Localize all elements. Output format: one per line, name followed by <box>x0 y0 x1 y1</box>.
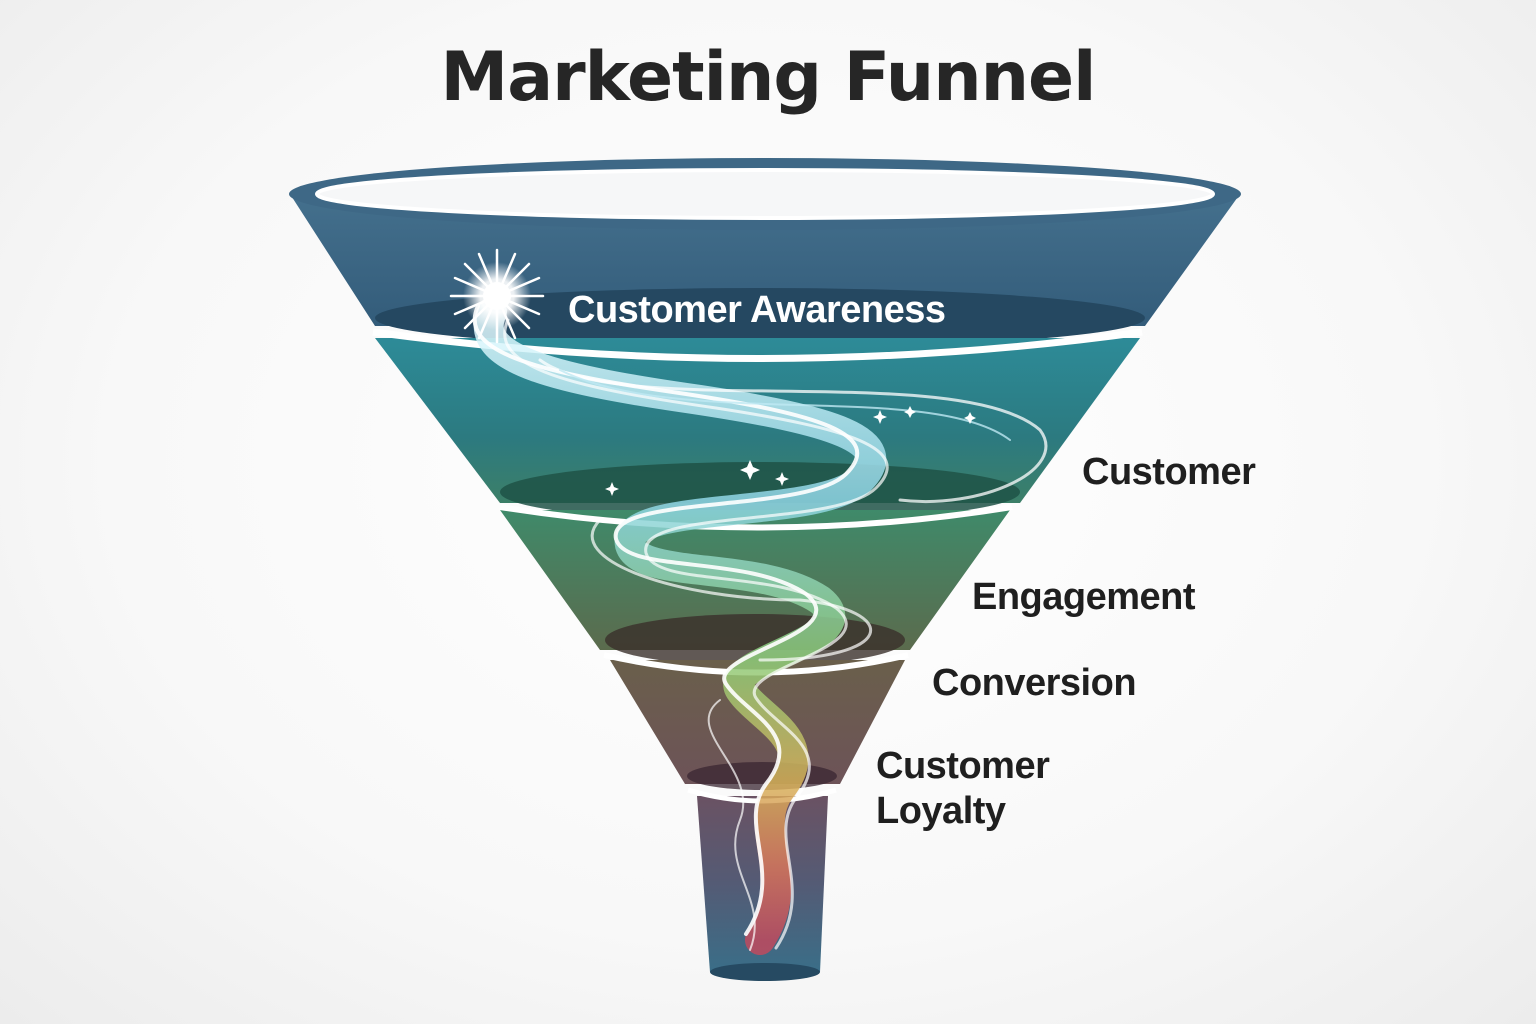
stage-label-customer: Customer <box>1082 451 1256 493</box>
funnel-spout-opening <box>710 963 820 981</box>
sparkle-star-icon <box>449 248 545 344</box>
stage-label-loyalty: Customer Loyalty <box>876 744 1050 834</box>
stage-label-awareness: Customer Awareness <box>568 289 946 331</box>
funnel-top-rim-opening <box>315 168 1215 220</box>
stage-label-engagement: Engagement <box>972 576 1196 618</box>
flow-stream <box>472 297 1048 955</box>
stage-label-loyalty-line2: Loyalty <box>876 789 1006 832</box>
small-sparkle-icons <box>605 406 976 496</box>
funnel-top-band-inner <box>375 288 1145 348</box>
stage-label-loyalty-line1: Customer <box>876 745 1050 787</box>
diagram-title: Marketing Funnel <box>440 38 1097 117</box>
stage-label-conversion: Conversion <box>932 662 1137 704</box>
rim-line <box>499 504 1013 531</box>
funnel-conversion-band-inner <box>687 762 837 790</box>
